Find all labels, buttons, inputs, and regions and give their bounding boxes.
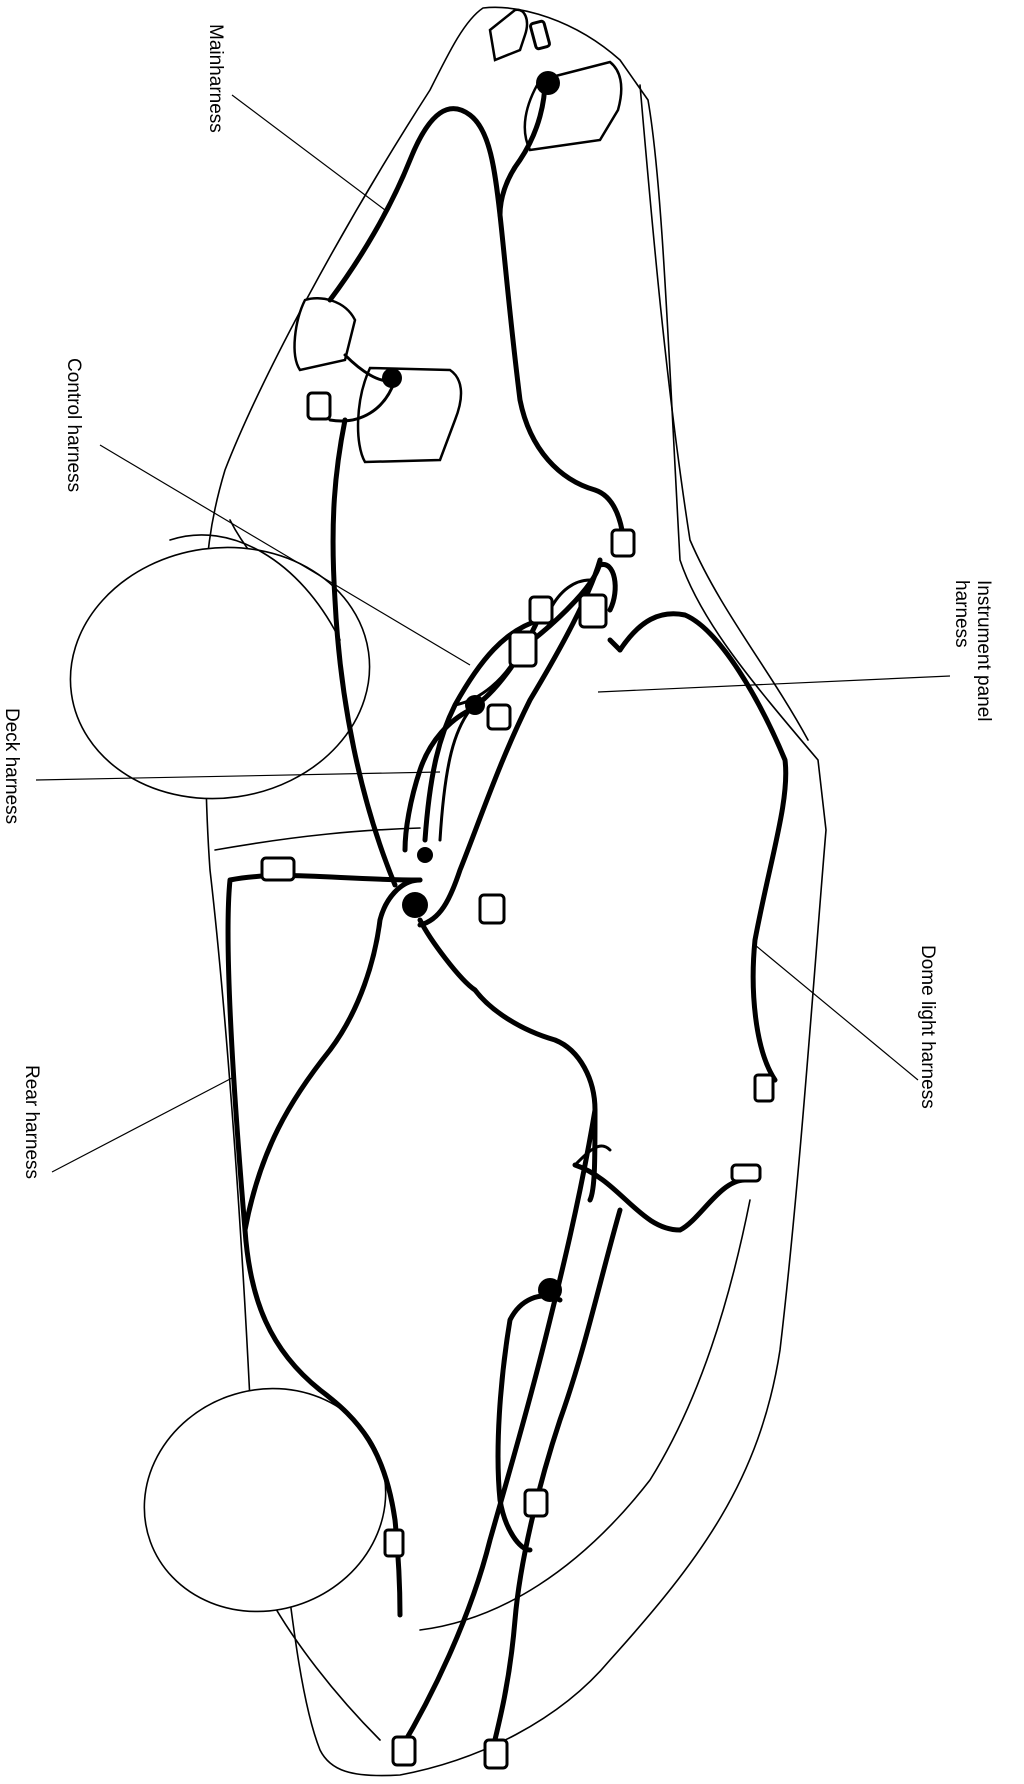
label-rear-harness: Rear harness: [21, 1065, 42, 1179]
main-harness-wire: [327, 77, 625, 888]
label-control-harness: Control harness: [63, 358, 84, 492]
dome-light-harness-wire: [607, 611, 789, 1083]
connector: [578, 593, 608, 629]
connector: [610, 528, 636, 558]
label-main-harness: Mainharness: [205, 24, 226, 133]
label-instrument-panel-harness-line2: harness: [951, 580, 972, 648]
label-deck-harness: Deck harness: [1, 708, 22, 824]
connector: [486, 703, 512, 731]
connector: [478, 893, 506, 925]
connector: [528, 595, 554, 625]
leader-lines: [35, 94, 951, 1173]
connector: [753, 1073, 775, 1103]
connector: [508, 630, 538, 668]
rear-harness-wire: [225, 873, 748, 1763]
connector: [391, 1735, 417, 1767]
connectors: [260, 19, 775, 1770]
grommet: [538, 1278, 562, 1302]
label-instrument-panel-harness-line1: Instrument panel: [973, 580, 994, 722]
label-dome-light-harness: Dome light harness: [917, 945, 938, 1109]
labels: Mainharness Control harness Deck harness…: [1, 24, 994, 1179]
rear-wheel: [143, 1387, 387, 1613]
connector: [523, 1488, 549, 1518]
connector: [306, 391, 332, 421]
grommet: [402, 892, 428, 918]
grommet: [382, 368, 402, 388]
connector: [529, 19, 551, 51]
engine-bay-components: [293, 8, 623, 464]
grommet: [417, 847, 433, 863]
connector: [383, 1528, 405, 1558]
connector: [260, 856, 296, 882]
front-wheel: [69, 534, 371, 800]
connector: [730, 1163, 762, 1183]
grommet: [465, 695, 485, 715]
grommet: [536, 71, 560, 95]
connector: [483, 1738, 509, 1770]
